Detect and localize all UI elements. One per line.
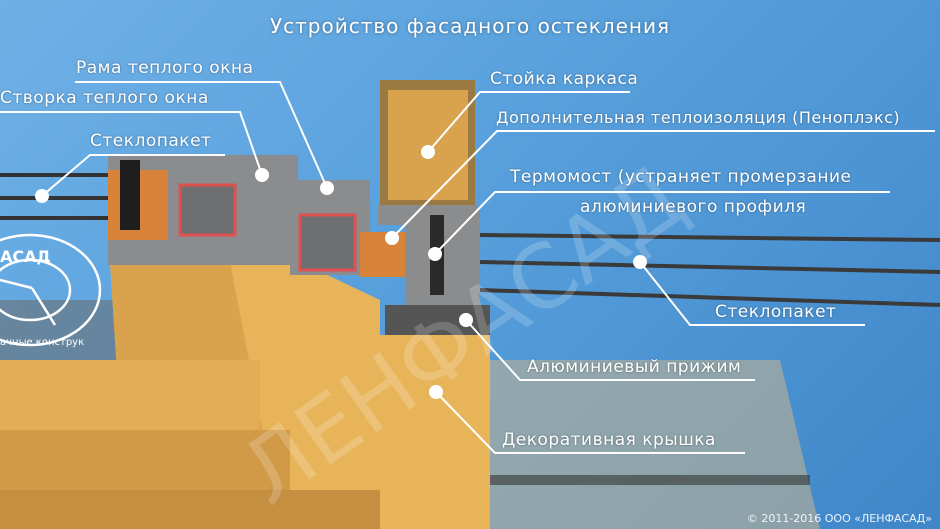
label-glass-left: Стеклопакет [90,131,212,151]
copyright: © 2011-2016 ООО «ЛЕНФАСАД» [746,512,932,525]
label-clamp: Алюминиевый прижим [527,357,742,377]
glass-unit-right [479,233,940,307]
logo-text-bottom: ачные конструк [0,337,84,348]
logo-stamp [0,233,102,347]
leader-lines [0,81,935,454]
label-frame: Рама теплого окна [76,58,254,78]
label-sash: Створка теплого окна [0,88,209,108]
glass-unit-left [0,173,120,220]
diagram-title: Устройство фасадного остекления [269,14,671,38]
label-thermal-break-2: алюминиевого профиля [580,197,807,217]
label-glass-right: Стеклопакет [715,302,837,322]
label-thermal-break-1: Термомост (устраняет промерзание [510,167,852,187]
label-insulation: Дополнительная теплоизоляция (Пеноплэкс) [496,108,901,127]
label-post: Стойка каркаса [490,69,639,89]
logo-text: АСАД [0,247,51,266]
label-cover: Декоративная крышка [502,430,716,450]
